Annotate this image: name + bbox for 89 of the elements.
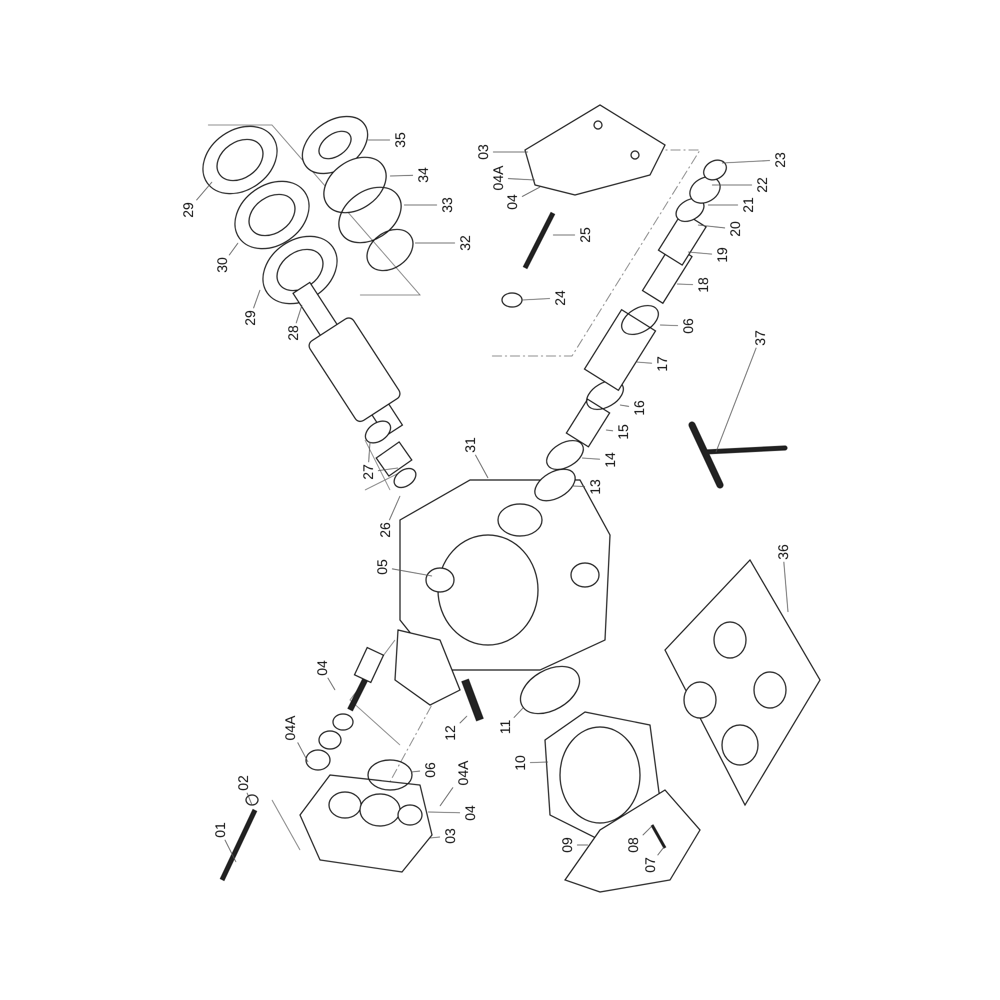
leader-line <box>224 839 236 862</box>
callout-number: 04 <box>462 805 478 821</box>
leader-line <box>430 836 440 838</box>
callout-number: 09 <box>559 837 575 853</box>
leader-line <box>513 708 524 718</box>
leader-line <box>676 284 694 286</box>
callout-number: 06 <box>422 762 438 778</box>
callout-number: 10 <box>512 755 528 771</box>
leader-line <box>522 298 550 300</box>
callout-number: 15 <box>615 424 631 440</box>
leader-line <box>404 204 438 206</box>
callout-number: 35 <box>392 132 408 148</box>
callout-number: 13 <box>587 479 603 495</box>
callout-number: 04 <box>504 194 520 210</box>
callout-number: 01 <box>212 822 228 838</box>
callout-number: 31 <box>462 437 478 453</box>
leader-line <box>620 404 630 407</box>
callout-number: 06 <box>680 318 696 334</box>
leader-line <box>636 362 652 364</box>
leader-line <box>576 844 588 846</box>
callout-number: 37 <box>752 330 768 346</box>
callout-number: 12 <box>442 725 458 741</box>
leader-line <box>783 561 788 612</box>
leader-line <box>552 234 576 236</box>
callout-number: 03 <box>442 828 458 844</box>
leader-line <box>392 568 432 576</box>
callout-number: 26 <box>377 522 393 538</box>
leader-line <box>660 324 678 326</box>
leader-line <box>388 496 400 521</box>
callout-number: 24 <box>552 290 568 306</box>
leader-line <box>657 846 664 856</box>
leader-line <box>327 677 336 690</box>
callout-number: 21 <box>740 197 756 213</box>
leader-line <box>428 812 460 814</box>
callout-number: 11 <box>497 720 513 734</box>
callout-number: 29 <box>242 310 258 326</box>
leader-line <box>642 826 652 836</box>
leader-line <box>708 204 738 206</box>
leader-line <box>698 224 726 228</box>
callout-number: 17 <box>654 356 670 372</box>
callout-number: 04A <box>490 166 506 190</box>
leader-line <box>722 160 770 164</box>
leader-line <box>474 454 488 478</box>
callout-number: 02 <box>235 775 251 791</box>
leader-line <box>582 458 600 460</box>
leader-line <box>508 178 536 180</box>
leader-line <box>410 770 420 772</box>
leader-line <box>390 174 414 176</box>
callout-number: 27 <box>360 464 376 480</box>
callout-number: 36 <box>775 544 791 560</box>
callout-number: 20 <box>727 221 743 237</box>
callout-number: 33 <box>439 197 455 213</box>
callout-number: 30 <box>214 257 230 273</box>
leader-line <box>572 486 586 487</box>
leader-line <box>378 468 398 472</box>
leader-line <box>368 442 370 463</box>
leader-line <box>459 716 468 724</box>
callout-number: 14 <box>602 452 618 468</box>
leader-line <box>716 347 757 452</box>
callout-number: 22 <box>754 177 770 193</box>
callout-number: 05 <box>374 559 390 575</box>
leader-line <box>712 184 752 186</box>
callout-number: 23 <box>772 152 788 168</box>
leader-line <box>297 742 308 762</box>
callout-number: 18 <box>695 277 711 293</box>
callout-number: 04A <box>282 716 298 740</box>
leader-line <box>606 430 614 432</box>
callout-number: 03 <box>475 144 491 160</box>
callout-number: 04 <box>314 660 330 676</box>
callout-number: 07 <box>642 857 658 873</box>
leader-line <box>530 762 548 764</box>
leader-line <box>296 304 302 324</box>
callout-number: 28 <box>285 325 301 341</box>
callout-number: 08 <box>625 837 641 853</box>
callout-number: 32 <box>457 235 473 251</box>
callout-number: 25 <box>577 227 593 243</box>
leader-line <box>522 186 540 198</box>
callout-number: 19 <box>714 247 730 263</box>
leader-line <box>228 242 238 256</box>
callout-number: 29 <box>180 202 196 218</box>
callout-number: 04A <box>455 760 471 786</box>
leader-line <box>196 182 212 201</box>
leader-line <box>246 792 252 806</box>
callout-number: 16 <box>631 400 647 416</box>
leader-line <box>440 786 454 806</box>
leader-line <box>414 242 456 244</box>
leader-line <box>253 290 260 309</box>
leader-line <box>688 252 712 255</box>
callout-number: 34 <box>415 167 431 183</box>
